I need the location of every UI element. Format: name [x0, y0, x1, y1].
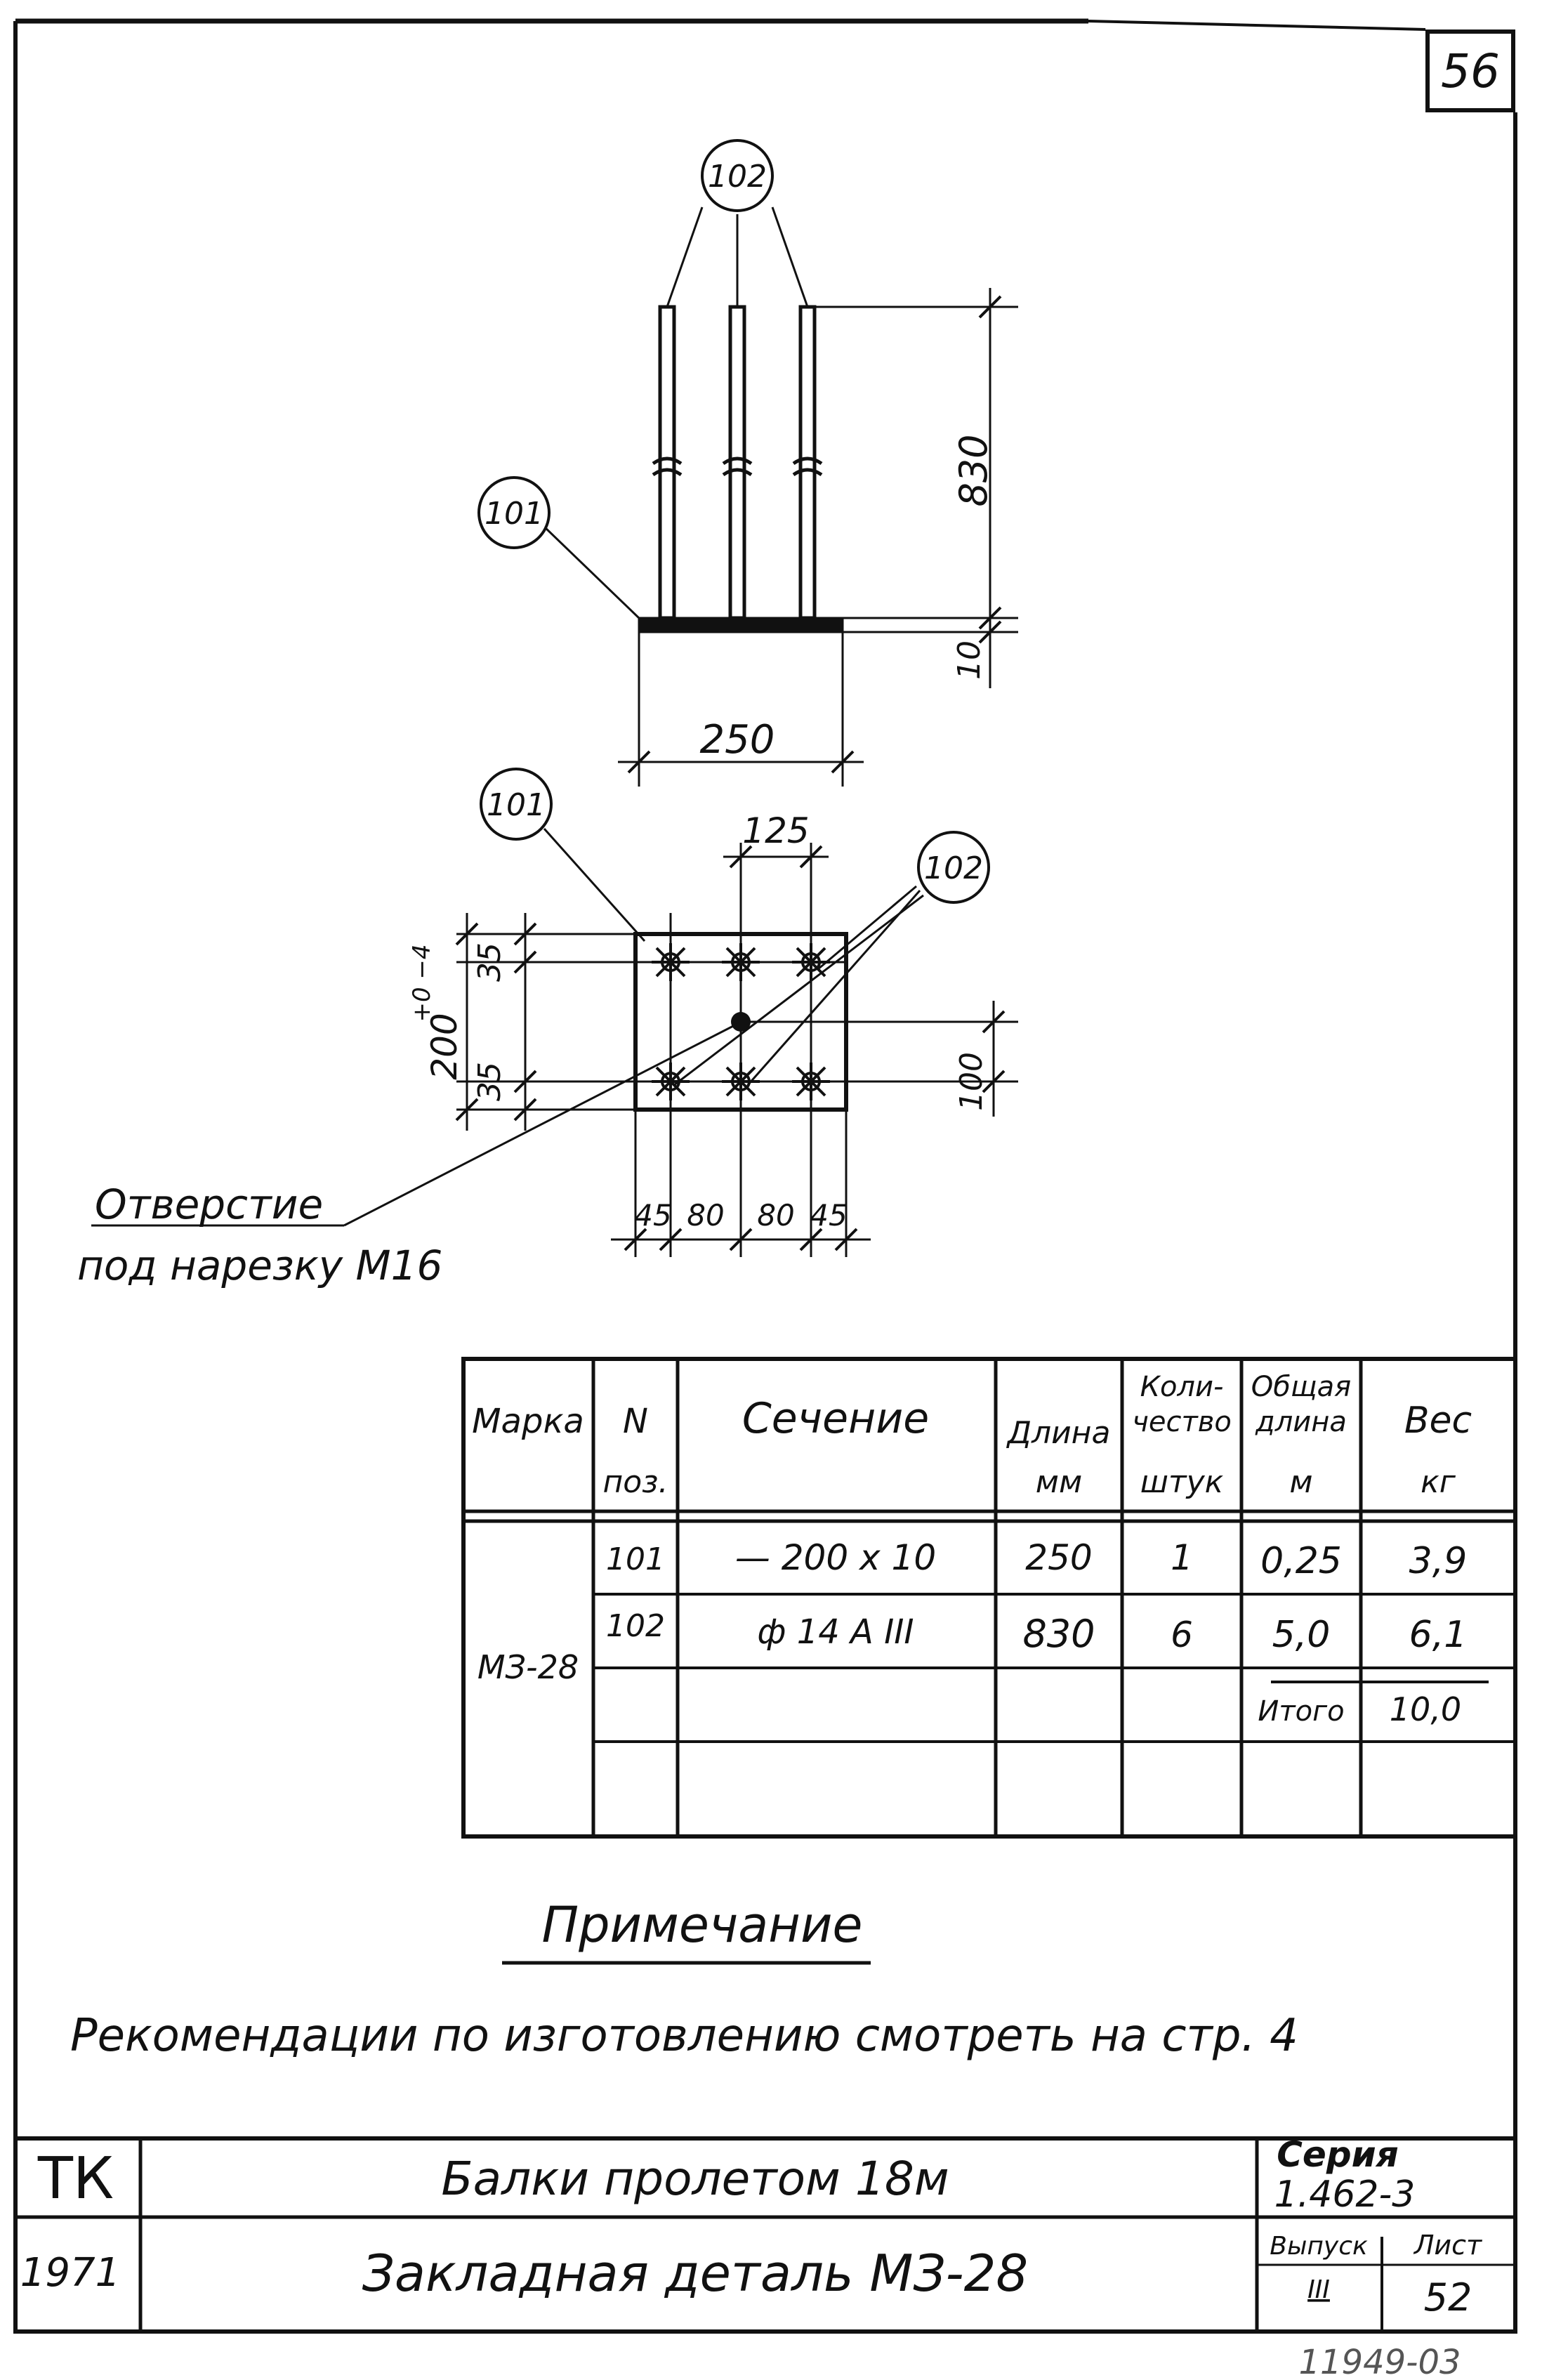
dim-100: 100	[954, 1052, 989, 1111]
cell-pos-102: 102	[606, 1608, 665, 1644]
header-total-len-mid: длина	[1255, 1406, 1347, 1438]
page-number: 56	[1425, 29, 1515, 112]
dim-250: 250	[700, 717, 775, 763]
cell-total-length-101: 0,25	[1260, 1540, 1342, 1582]
header-mark: Марка	[472, 1402, 584, 1441]
plan-callout-101-label: 101	[487, 787, 546, 823]
header-pos-top: N	[623, 1402, 648, 1441]
elevation-view	[477, 139, 1018, 787]
cell-total-label: Итого	[1258, 1695, 1344, 1728]
dim-200-tolerance: +0 −4	[408, 944, 436, 1022]
title-org: ТК	[37, 2145, 114, 2212]
issue-value: III	[1307, 2275, 1330, 2304]
header-weight-bottom: кг	[1421, 1464, 1456, 1500]
threaded-hole	[731, 1012, 751, 1032]
header-length-top: Длина	[1006, 1415, 1111, 1451]
header-weight-top: Вес	[1404, 1400, 1472, 1442]
plan-view	[91, 768, 1018, 1257]
header-qty-mid: чество	[1132, 1406, 1232, 1438]
header-length-bottom: мм	[1036, 1464, 1082, 1500]
sheet-label: Лист	[1413, 2230, 1483, 2261]
cell-pos-101: 101	[606, 1541, 665, 1577]
sheet-frame	[13, 18, 1517, 2332]
cell-length-101: 250	[1025, 1537, 1092, 1578]
header-section: Сечение	[742, 1394, 929, 1443]
issue-label: Выпуск	[1270, 2232, 1368, 2261]
header-pos-bottom: поз.	[602, 1464, 668, 1500]
cell-section-102: ф 14 А III	[757, 1612, 914, 1652]
cell-qty-102: 6	[1171, 1615, 1193, 1655]
dim-10: 10	[951, 640, 987, 680]
title-block-grid	[13, 2136, 1517, 2334]
cell-length-102: 830	[1022, 1612, 1095, 1656]
note-title: Примечание	[541, 1896, 862, 1954]
dim-80-left: 80	[687, 1198, 724, 1232]
dim-45-left: 45	[634, 1198, 671, 1232]
header-qty-bottom: штук	[1140, 1464, 1224, 1500]
dim-200: 200	[424, 1013, 465, 1079]
series-value: 1.462-3	[1274, 2174, 1416, 2216]
dim-830: 830	[951, 434, 996, 506]
stamp-number: 11949-03	[1298, 2343, 1461, 2380]
hole-note-line2: под нарезку М16	[77, 1242, 442, 1289]
dim-125: 125	[742, 810, 809, 851]
anchor-bars	[652, 305, 823, 620]
base-plate	[638, 617, 844, 633]
cell-section-101: — 200 x 10	[735, 1537, 936, 1578]
spec-table-grid	[461, 1357, 1517, 1839]
dim-45-right: 45	[810, 1198, 847, 1232]
cell-qty-101: 1	[1171, 1537, 1193, 1578]
cell-weight-102: 6,1	[1409, 1614, 1468, 1656]
title-year: 1971	[20, 2250, 121, 2296]
hole-note-line1: Отверстие	[95, 1181, 323, 1228]
callout-101-label: 101	[485, 496, 543, 532]
dim-80-right: 80	[757, 1198, 794, 1232]
cell-total-weight: 10,0	[1390, 1690, 1461, 1728]
plan-callout-102-label: 102	[924, 850, 983, 886]
header-qty-top: Коли-	[1140, 1371, 1224, 1403]
cell-weight-101: 3,9	[1409, 1540, 1468, 1582]
series-label: Серия	[1277, 2134, 1399, 2175]
sheet-value: 52	[1424, 2275, 1472, 2320]
header-total-len-bottom: м	[1289, 1464, 1312, 1500]
dim-35-top: 35	[472, 942, 508, 982]
dim-35-bottom: 35	[472, 1062, 508, 1101]
title-line2: Закладная деталь МЗ-28	[362, 2244, 1028, 2303]
title-line1: Балки пролетом 18м	[441, 2152, 949, 2206]
callout-102-label: 102	[708, 159, 767, 195]
header-total-len-top: Общая	[1251, 1371, 1351, 1403]
note-text: Рекомендации по изготовлению смотреть на…	[70, 2010, 1298, 2062]
cell-total-length-102: 5,0	[1272, 1614, 1331, 1656]
cell-mark: МЗ-28	[477, 1648, 579, 1686]
